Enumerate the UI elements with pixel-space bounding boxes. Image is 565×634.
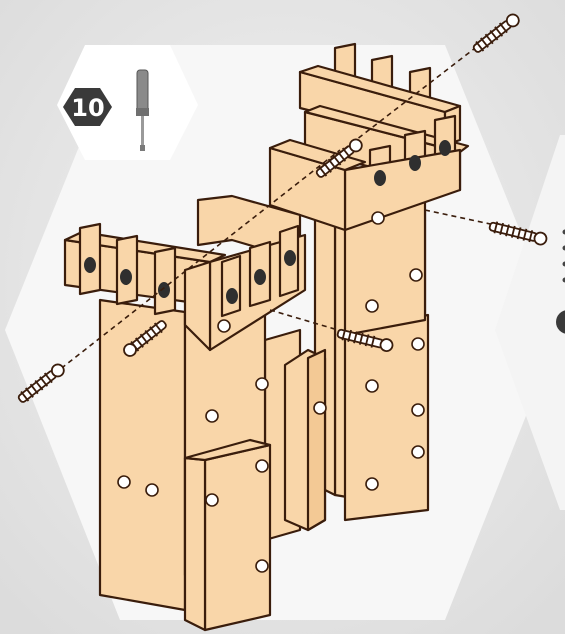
step-number: 10 — [71, 94, 104, 122]
step-badge-panel: 10 — [57, 45, 198, 160]
